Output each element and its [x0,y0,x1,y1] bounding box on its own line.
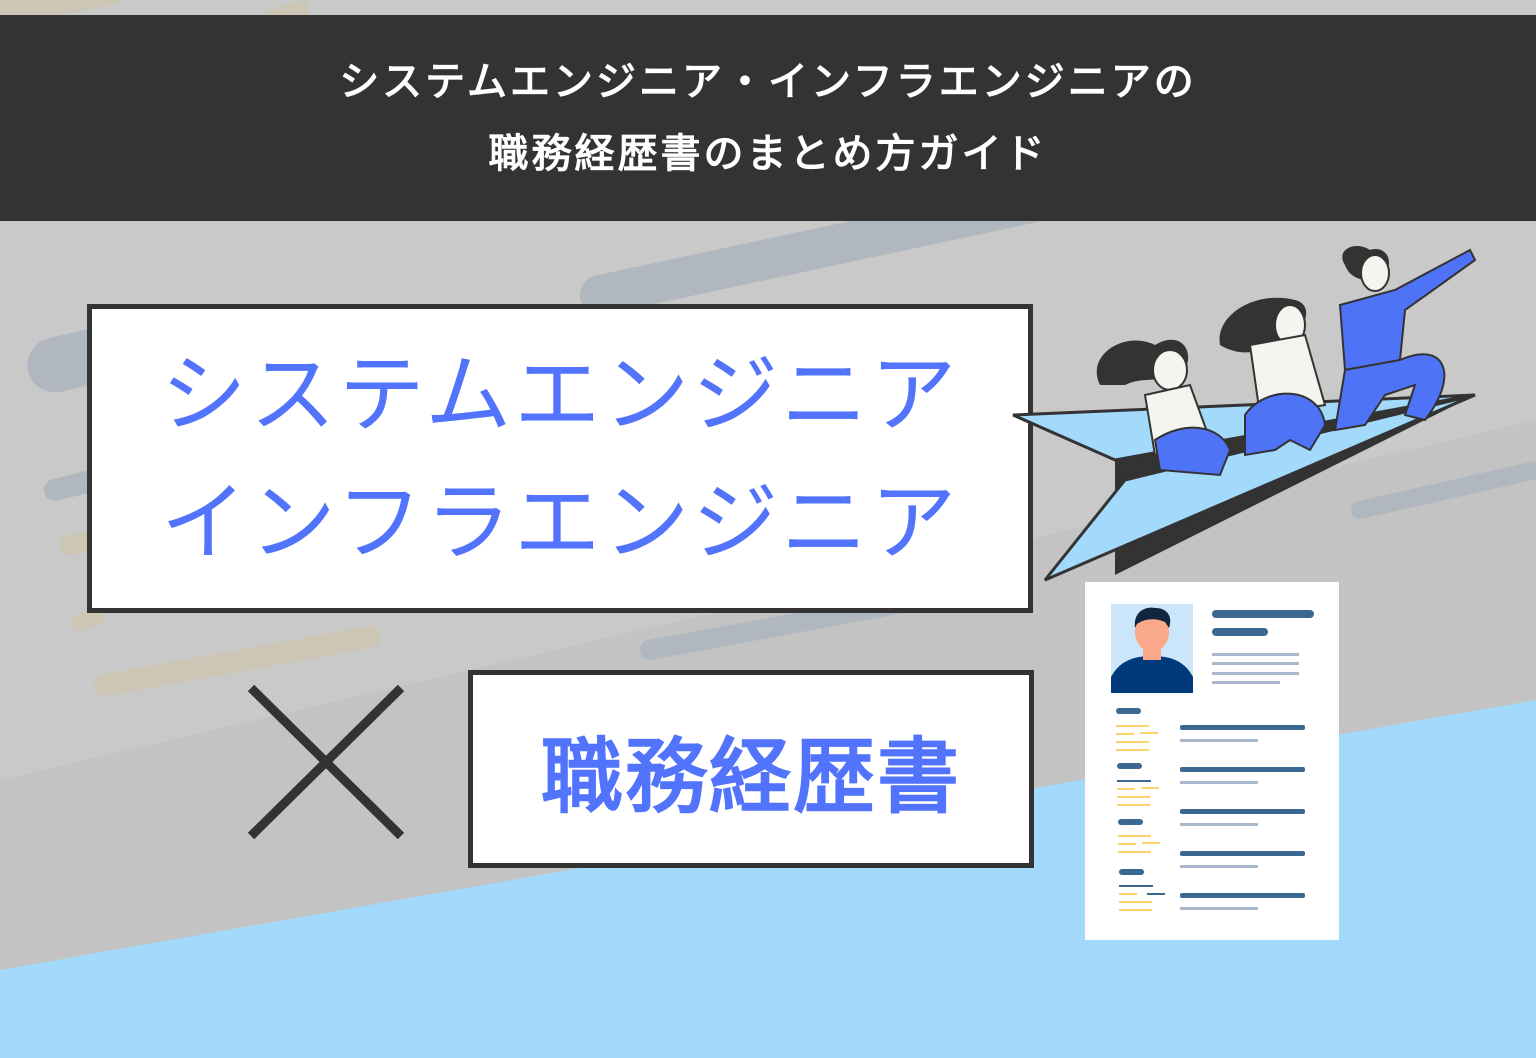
resume-label-box: 職務経歴書 [468,670,1034,868]
person-2-icon [1219,297,1327,457]
resume-document-illustration [1085,582,1339,940]
header-banner: システムエンジニア・インフラエンジニアの 職務経歴書のまとめ方ガイド [0,15,1536,221]
job-titles-box: システムエンジニア インフラエンジニア [87,304,1033,613]
header-title-line-2: 職務経歴書のまとめ方ガイド [488,131,1048,177]
cross-icon [247,684,405,840]
paper-plane-people-illustration [1012,245,1477,582]
job-title-system-engineer: システムエンジニア [160,344,960,445]
person-3-icon [1333,245,1477,432]
resume-label: 職務経歴書 [540,729,961,825]
job-title-infra-engineer: インフラエンジニア [160,472,960,573]
header-title-line-1: システムエンジニア・インフラエンジニアの [339,59,1197,105]
person-1-icon [1096,339,1232,477]
